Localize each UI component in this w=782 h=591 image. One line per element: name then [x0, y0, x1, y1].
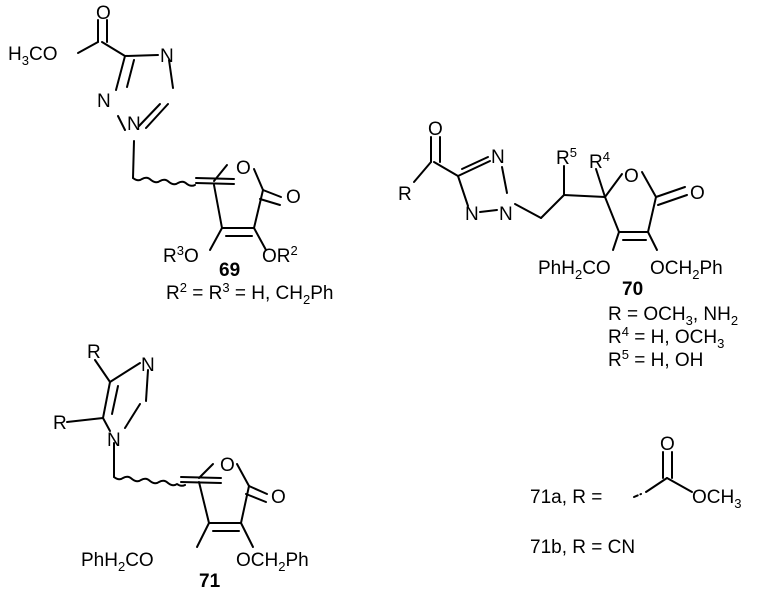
compound-71-lactone-carbonyl-oxygen: O: [271, 487, 286, 508]
compound-71a-carbonyl-oxygen: O: [660, 434, 675, 455]
compound-69-definition: R2 = R3 = H, CH2Ph: [166, 280, 333, 307]
compound-71a-methoxy: OCH3: [692, 487, 741, 511]
compound-71a-label: 71a, R =: [530, 487, 602, 508]
compound-70-benzyloxy-left: PhH2CO: [538, 258, 611, 282]
compound-69-bonds: [77, 19, 282, 251]
compound-71-benzyloxy-left: PhH2CO: [81, 550, 154, 574]
compound-71b-label: 71b, R = CN: [530, 537, 635, 558]
compound-70-r-substituent: R: [398, 184, 412, 205]
compound-69-methyl-ester: H3CO: [8, 44, 57, 68]
compound-70-benzyloxy-right: OCH2Ph: [650, 258, 723, 282]
compound-70-definition-r4: R4 = H, OCH3: [608, 324, 724, 351]
compound-71-number: 71: [199, 571, 221, 591]
compound-70: O R N N N R5 R4 O O PhH2CO OCH2Ph 70 R =…: [398, 119, 738, 371]
compound-71-imidazole-n3: N: [141, 355, 155, 376]
compound-71a-ester-bonds: [633, 451, 693, 498]
compound-70-definition-r: R = OCH3, NH2: [608, 304, 738, 328]
compound-71-r-upper: R: [87, 342, 101, 363]
compound-71-benzyloxy-right: OCH2Ph: [236, 550, 309, 574]
compound-71b-definition: 71b, R = CN: [530, 537, 635, 558]
compound-69-triazole-n1: N: [127, 114, 141, 135]
compound-71a-definition: 71a, R = O OCH3: [530, 434, 741, 511]
compound-71-bonds: [66, 359, 268, 548]
compound-70-bonds: [413, 136, 688, 251]
compound-70-number: 70: [622, 279, 643, 300]
compound-69-triazole-n4: N: [160, 46, 174, 67]
compound-71-imidazole-n1: N: [107, 430, 121, 451]
compound-70-r5-substituent: R5: [556, 145, 577, 169]
compound-70-lactone-carbonyl-oxygen: O: [690, 183, 705, 204]
compound-70-triazole-n4: N: [491, 147, 505, 168]
compound-69-ring-oxygen: O: [236, 158, 251, 179]
compound-69-triazole-n2: N: [97, 91, 111, 112]
compound-69-number: 69: [219, 260, 240, 281]
compound-71-ring-oxygen: O: [220, 455, 235, 476]
compound-69-or2-substituent: OR2: [262, 243, 298, 267]
compound-70-definition-r5: R5 = H, OH: [608, 347, 703, 371]
compound-69-lactone-carbonyl-oxygen: O: [286, 187, 301, 208]
compound-71-r-lower: R: [53, 413, 67, 434]
compound-70-triazole-n2: N: [465, 204, 479, 225]
compound-71: R R N N O O PhH2CO OCH2Ph 71: [53, 342, 309, 591]
compound-69: O H3CO N N N O O R3O OR2 69 R2 = R3 = H,…: [8, 3, 333, 307]
compound-70-triazole-n1: N: [499, 204, 513, 225]
compound-69-ester-carbonyl-oxygen: O: [96, 3, 111, 24]
compound-70-r4-substituent: R4: [589, 149, 610, 173]
compound-70-amide-carbonyl-oxygen: O: [428, 119, 443, 140]
compound-70-ring-oxygen: O: [624, 166, 639, 187]
compound-69-or3-substituent: R3O: [163, 243, 199, 267]
